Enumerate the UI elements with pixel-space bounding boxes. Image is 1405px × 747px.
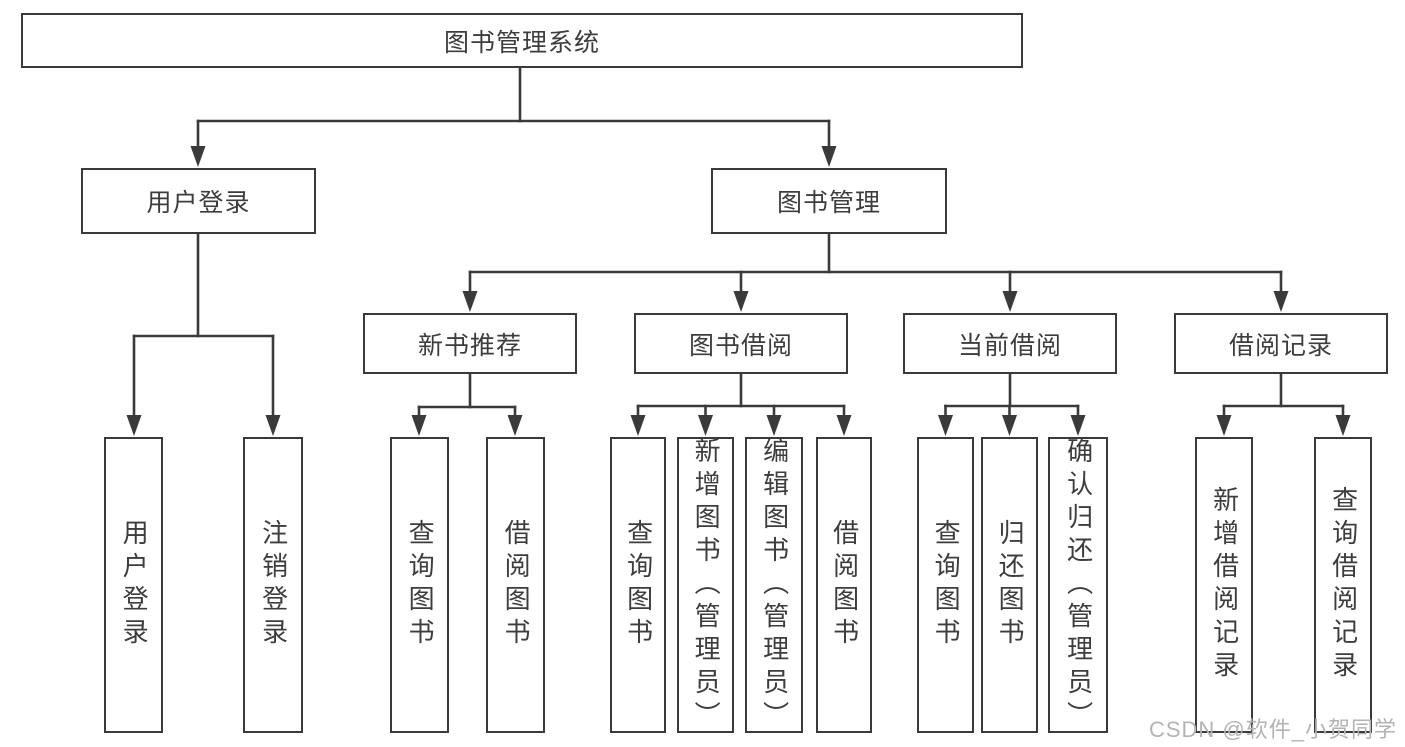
node-label: 借阅图书 bbox=[829, 519, 860, 651]
node-query-books-borrow: 查询图书 bbox=[610, 437, 666, 733]
node-borrowing-records: 借阅记录 bbox=[1174, 313, 1388, 374]
node-label: 新增图书（管理员） bbox=[691, 437, 722, 733]
node-add-book-admin: 新增图书（管理员） bbox=[677, 437, 734, 733]
node-query-books-recommend: 查询图书 bbox=[390, 437, 449, 733]
node-user-login-group: 用户登录 bbox=[81, 168, 316, 234]
csdn-watermark: CSDN @软件_小贺同学 bbox=[1148, 717, 1397, 742]
node-edit-book-admin: 编辑图书（管理员） bbox=[745, 437, 803, 733]
node-label: 确认归还（管理员） bbox=[1063, 437, 1094, 733]
node-book-borrowing: 图书借阅 bbox=[634, 313, 848, 374]
node-label: 查询图书 bbox=[623, 519, 654, 651]
node-query-books-current: 查询图书 bbox=[917, 437, 974, 733]
node-add-borrow-record: 新增借阅记录 bbox=[1195, 437, 1253, 733]
node-new-book-recommendation: 新书推荐 bbox=[363, 313, 577, 374]
node-book-management: 图书管理 bbox=[711, 168, 947, 234]
node-label: 编辑图书（管理员） bbox=[759, 437, 790, 733]
node-query-borrow-record: 查询借阅记录 bbox=[1314, 437, 1372, 733]
node-label: 查询借阅记录 bbox=[1328, 486, 1359, 684]
node-library-management-system: 图书管理系统 bbox=[21, 13, 1023, 68]
node-label: 新增借阅记录 bbox=[1209, 486, 1240, 684]
node-label: 归还图书 bbox=[995, 519, 1026, 651]
node-label: 用户登录 bbox=[119, 519, 150, 651]
node-borrow-books-recommend: 借阅图书 bbox=[486, 437, 545, 733]
node-label: 注销登录 bbox=[258, 519, 289, 651]
node-logout: 注销登录 bbox=[243, 437, 303, 733]
node-current-borrowing: 当前借阅 bbox=[903, 313, 1117, 374]
node-label: 借阅图书 bbox=[501, 519, 532, 651]
node-return-book: 归还图书 bbox=[981, 437, 1038, 733]
node-borrow-books-borrow: 借阅图书 bbox=[816, 437, 872, 733]
node-user-login: 用户登录 bbox=[104, 437, 163, 733]
node-label: 查询图书 bbox=[931, 519, 962, 651]
node-label: 查询图书 bbox=[405, 519, 436, 651]
node-confirm-return-admin: 确认归还（管理员） bbox=[1048, 437, 1108, 733]
